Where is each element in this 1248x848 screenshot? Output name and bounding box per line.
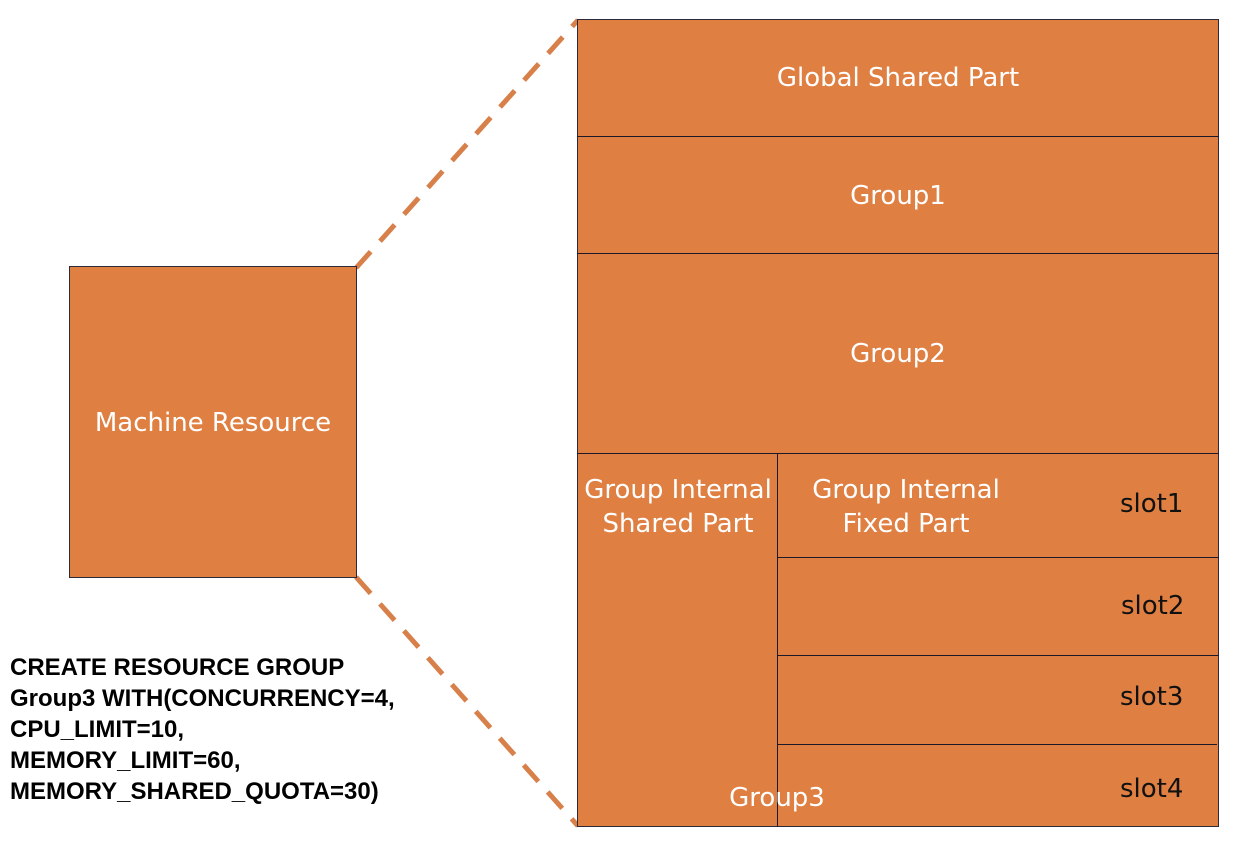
sql-line-2: Group3 WITH(CONCURRENCY=4, xyxy=(10,685,395,712)
connector-top-line xyxy=(354,18,580,270)
internal-fixed-line-2: Fixed Part xyxy=(842,509,970,539)
divider-slot3-slot4 xyxy=(777,744,1217,745)
divider-shared-fixed xyxy=(777,453,778,827)
group3-label: Group3 xyxy=(729,783,825,813)
divider-group1-group2 xyxy=(577,253,1219,254)
global-shared-part-label: Global Shared Part xyxy=(776,63,1020,93)
internal-fixed-line-1: Group Internal xyxy=(812,475,1000,505)
slot3-label: slot3 xyxy=(1120,682,1184,712)
slot4-label: slot4 xyxy=(1120,774,1184,804)
divider-slot2-slot3 xyxy=(777,655,1219,656)
internal-shared-line-2: Shared Part xyxy=(602,509,754,539)
group1-label: Group1 xyxy=(850,181,946,211)
group2-label: Group2 xyxy=(850,339,946,369)
sql-line-1: CREATE RESOURCE GROUP xyxy=(10,654,345,681)
sql-line-5: MEMORY_SHARED_QUOTA=30) xyxy=(10,778,379,805)
divider-global-group1 xyxy=(577,136,1219,137)
divider-slot1-slot2 xyxy=(777,557,1219,558)
resource-stack xyxy=(577,19,1219,827)
machine-resource-box xyxy=(69,266,357,578)
slot2-label: slot2 xyxy=(1121,591,1185,621)
group-internal-shared-part-label: Group Internal Shared Part xyxy=(579,473,777,541)
sql-line-3: CPU_LIMIT=10, xyxy=(10,716,185,743)
sql-line-4: MEMORY_LIMIT=60, xyxy=(10,747,241,774)
create-resource-group-sql: CREATE RESOURCE GROUP Group3 WITH(CONCUR… xyxy=(10,652,395,807)
internal-shared-line-1: Group Internal xyxy=(584,475,772,505)
machine-resource-label: Machine Resource xyxy=(94,408,332,438)
slot1-label: slot1 xyxy=(1120,489,1184,519)
divider-group2-group3 xyxy=(577,453,1219,454)
group-internal-fixed-part-label: Group Internal Fixed Part xyxy=(806,473,1006,541)
